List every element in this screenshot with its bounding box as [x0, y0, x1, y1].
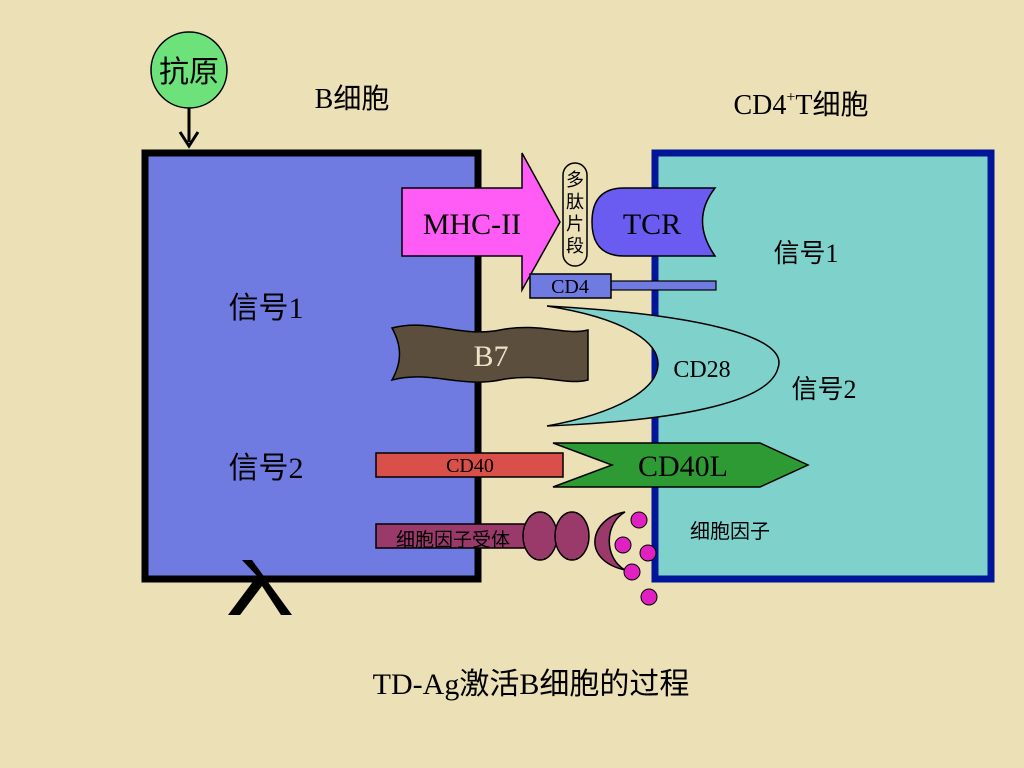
tcr-label: TCR	[623, 208, 681, 241]
lambda-symbol	[228, 560, 292, 615]
antigen-arrow-head	[178, 131, 200, 149]
cd28-crescent	[546, 305, 780, 427]
antigen-label: 抗原	[159, 56, 219, 89]
mhc-ii-label: MHC-II	[423, 208, 521, 241]
cytokine-label: 细胞因子	[690, 520, 770, 543]
cytokine-dot	[630, 511, 648, 529]
b7-molecule	[390, 324, 589, 383]
cd4-box	[529, 273, 612, 299]
cytokine-dot	[640, 588, 658, 606]
b-cell-title: B细胞	[315, 83, 390, 115]
b-cell-signal2: 信号2	[229, 452, 304, 485]
b7-label: B7	[473, 340, 508, 373]
mhc-ii-arrow	[401, 152, 561, 293]
tcr-receptor	[591, 187, 717, 257]
peptide-fragment-label: 多 肽 片 段	[566, 170, 584, 256]
diagram-caption: TD-Ag激活B细胞的过程	[373, 668, 690, 701]
t-cell-signal2: 信号2	[791, 375, 856, 404]
cytokine-receptor-label: 细胞因子受体	[396, 529, 510, 551]
svg-text:段: 段	[566, 236, 584, 256]
cd4-bar-stem	[597, 280, 717, 291]
cytokine-dot	[614, 536, 632, 554]
cytokine-receptor-lobe-1	[522, 511, 558, 561]
cytokine-particles	[614, 511, 658, 606]
svg-text:片: 片	[566, 214, 584, 234]
t-cell-signal1: 信号1	[773, 239, 838, 268]
cytokine-dot	[623, 563, 641, 581]
svg-text:肽: 肽	[566, 192, 584, 212]
svg-text:多: 多	[566, 170, 584, 190]
peptide-fragment	[562, 162, 588, 267]
cd4-label: CD4	[551, 276, 589, 298]
cytokine-dot	[639, 544, 657, 562]
cd40l-label: CD40L	[638, 450, 728, 483]
cytokine-receptor-lobe-2	[554, 511, 590, 561]
cd40-bar	[375, 452, 564, 478]
cd28-label: CD28	[673, 357, 730, 383]
b-cell-signal1: 信号1	[229, 292, 304, 325]
cd40l-arrow	[552, 442, 810, 488]
t-cell-title: CD4+T细胞	[733, 89, 868, 121]
cd40-label: CD40	[446, 455, 494, 477]
